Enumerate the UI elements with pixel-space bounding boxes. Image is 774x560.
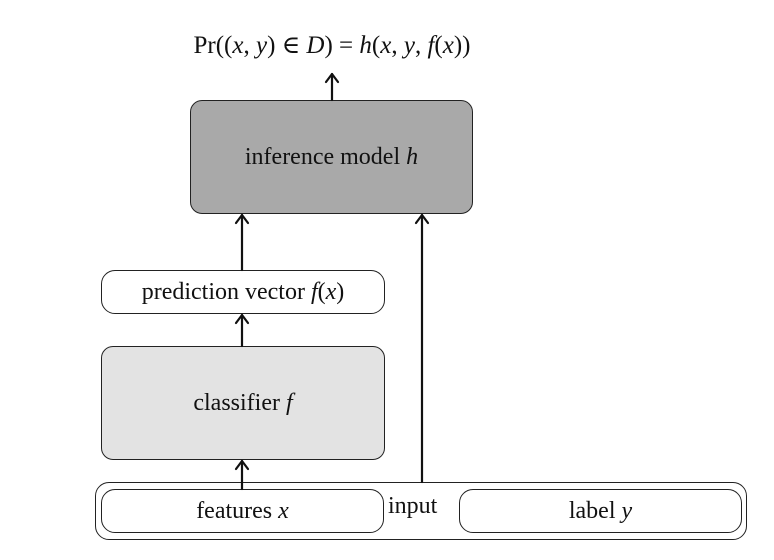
inference-model-box: inference model h [190, 100, 473, 214]
input-group [95, 482, 747, 540]
formula-h: h [359, 32, 372, 59]
classifier-label: classifier [193, 389, 280, 416]
label-var: y [621, 497, 633, 524]
inference-model-label: inference model [244, 143, 401, 170]
formula-y: y [255, 32, 268, 59]
prediction-to-inference-arrow [234, 213, 250, 272]
formula-close: )) [453, 32, 471, 59]
classifier-to-prediction-arrow [234, 313, 250, 348]
classifier-var: f [285, 389, 293, 416]
prediction-vector-f: f [310, 278, 318, 305]
prediction-vector-open: ( [317, 278, 326, 305]
formula-x3: x [442, 32, 454, 59]
formula-in: ) ∈ [267, 32, 307, 59]
formula-comma2: , [391, 32, 404, 59]
formula-comma: , [243, 32, 256, 59]
label-label: label [568, 497, 616, 524]
features-label: features [196, 497, 273, 524]
features-to-classifier-arrow [234, 459, 250, 491]
prediction-vector-label: prediction vector [141, 278, 305, 305]
formula-comma3: , [414, 32, 428, 59]
formula-x2: x [380, 32, 392, 59]
formula-D: D [306, 32, 325, 59]
label-box: label y [459, 489, 742, 533]
inference-model-var: h [406, 143, 419, 170]
features-var: x [278, 497, 289, 524]
output-formula: Pr((x, y) ∈ D) = h(x, y, f(x)) [0, 30, 664, 60]
features-box: features x [101, 489, 384, 533]
prediction-vector-box: prediction vector f(x) [101, 270, 385, 314]
input-to-inference-arrow [414, 213, 430, 484]
prediction-vector-close: ) [336, 278, 345, 305]
formula-open2: ( [434, 32, 443, 59]
input-label: input [388, 493, 438, 519]
formula-x: x [232, 32, 244, 59]
formula-eq: ) = [324, 32, 360, 59]
output-arrow [324, 72, 340, 102]
formula-prefix: Pr(( [193, 32, 233, 59]
formula-f: f [427, 32, 435, 59]
formula-y2: y [403, 32, 415, 59]
formula-open: ( [371, 32, 381, 59]
classifier-box: classifier f [101, 346, 385, 460]
prediction-vector-x: x [325, 278, 337, 305]
